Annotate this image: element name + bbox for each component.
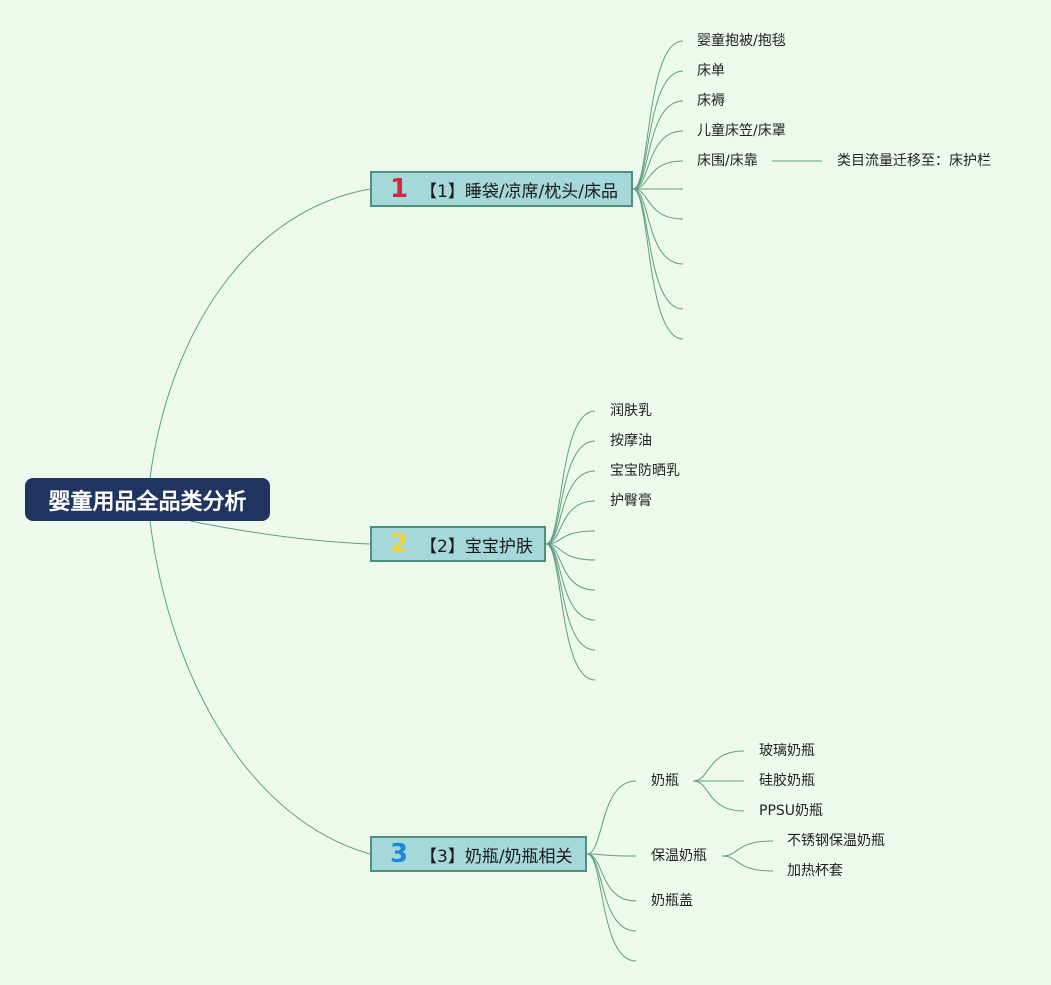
root-topic-label: 婴童用品全品类分析 — [48, 489, 247, 515]
leaf-glass-bottle[interactable]: 玻璃奶瓶 — [759, 743, 815, 759]
branch-1-connector-6 — [632, 188, 684, 220]
branch-2-connector-9 — [545, 543, 596, 681]
number-2-icon: 2 — [389, 529, 409, 559]
leaf-ppsu-bottle[interactable]: PPSU奶瓶 — [759, 803, 824, 819]
branch-1-connector-7 — [632, 188, 684, 265]
branch-1-connector-3 — [632, 130, 684, 190]
branch-1-connector-1 — [632, 70, 684, 190]
branch-1-connector-0 — [632, 40, 684, 190]
leaf-silicone-bottle[interactable]: 硅胶奶瓶 — [759, 773, 815, 789]
branch-sleep-bedding[interactable]: 1 【1】睡袋/凉席/枕头/床品 — [370, 171, 633, 207]
leaf-thermal-bottle[interactable]: 保温奶瓶 — [651, 848, 707, 864]
branch-3-connector-4 — [586, 853, 637, 962]
branch-2-connector-0 — [545, 410, 596, 545]
branch-label: 【2】宝宝护肤 — [420, 536, 533, 557]
branch-2-connector-4 — [545, 530, 596, 545]
root-to-branch-1-connector — [149, 188, 371, 479]
branch-2-connector-2 — [545, 470, 596, 545]
leaf-massage-oil[interactable]: 按摩油 — [610, 433, 652, 449]
leaf-steel-thermal-bottle[interactable]: 不锈钢保温奶瓶 — [787, 833, 885, 849]
branch-1-connector-8 — [632, 188, 684, 310]
branch-baby-skincare[interactable]: 2 【2】宝宝护肤 — [370, 526, 546, 562]
leaf-bedsheet[interactable]: 床单 — [697, 63, 725, 79]
leaf-fitted-sheet[interactable]: 儿童床笠/床罩 — [697, 123, 786, 139]
branch-2-connector-6 — [545, 543, 596, 591]
branch-1-connector-2 — [632, 100, 684, 190]
number-3-icon: 3 — [389, 839, 409, 869]
bottle-sub-connector-2 — [692, 780, 745, 812]
leaf-traffic-note[interactable]: 类目流量迁移至：床护栏 — [837, 153, 991, 169]
root-topic[interactable]: 婴童用品全品类分析 — [25, 478, 270, 521]
branch-bottles[interactable]: 3 【3】奶瓶/奶瓶相关 — [370, 836, 587, 872]
thermal-sub-connector-0 — [721, 840, 774, 857]
number-1-icon: 1 — [389, 174, 409, 204]
branch-label: 【3】奶瓶/奶瓶相关 — [420, 846, 573, 867]
branch-2-connector-5 — [545, 543, 596, 561]
branch-3-connector-3 — [586, 853, 637, 932]
thermal-sub-connector-1 — [721, 855, 774, 872]
leaf-warming-sleeve[interactable]: 加热杯套 — [787, 863, 843, 879]
leaf-bumper[interactable]: 床围/床靠 — [697, 153, 758, 169]
leaf-swaddle[interactable]: 婴童抱被/抱毯 — [697, 33, 786, 49]
branch-3-connector-0 — [586, 780, 637, 855]
leaf-sunscreen[interactable]: 宝宝防晒乳 — [610, 463, 680, 479]
root-to-branch-2-connector — [189, 520, 371, 545]
bottle-sub-connector-0 — [692, 750, 745, 782]
branch-2-connector-3 — [545, 500, 596, 545]
branch-1-connector-4 — [632, 160, 684, 190]
branch-3-connector-2 — [586, 853, 637, 902]
branch-2-connector-1 — [545, 440, 596, 545]
branch-3-connector-1 — [586, 853, 637, 857]
root-to-branch-3-connector — [149, 520, 371, 855]
leaf-bottle-cap[interactable]: 奶瓶盖 — [651, 893, 693, 909]
leaf-mattress-pad[interactable]: 床褥 — [697, 93, 725, 109]
leaf-diaper-cream[interactable]: 护臀膏 — [610, 493, 652, 509]
branch-1-connector-9 — [632, 188, 684, 340]
leaf-lotion[interactable]: 润肤乳 — [610, 403, 652, 419]
branch-label: 【1】睡袋/凉席/枕头/床品 — [420, 181, 618, 202]
leaf-bottle[interactable]: 奶瓶 — [651, 773, 679, 789]
